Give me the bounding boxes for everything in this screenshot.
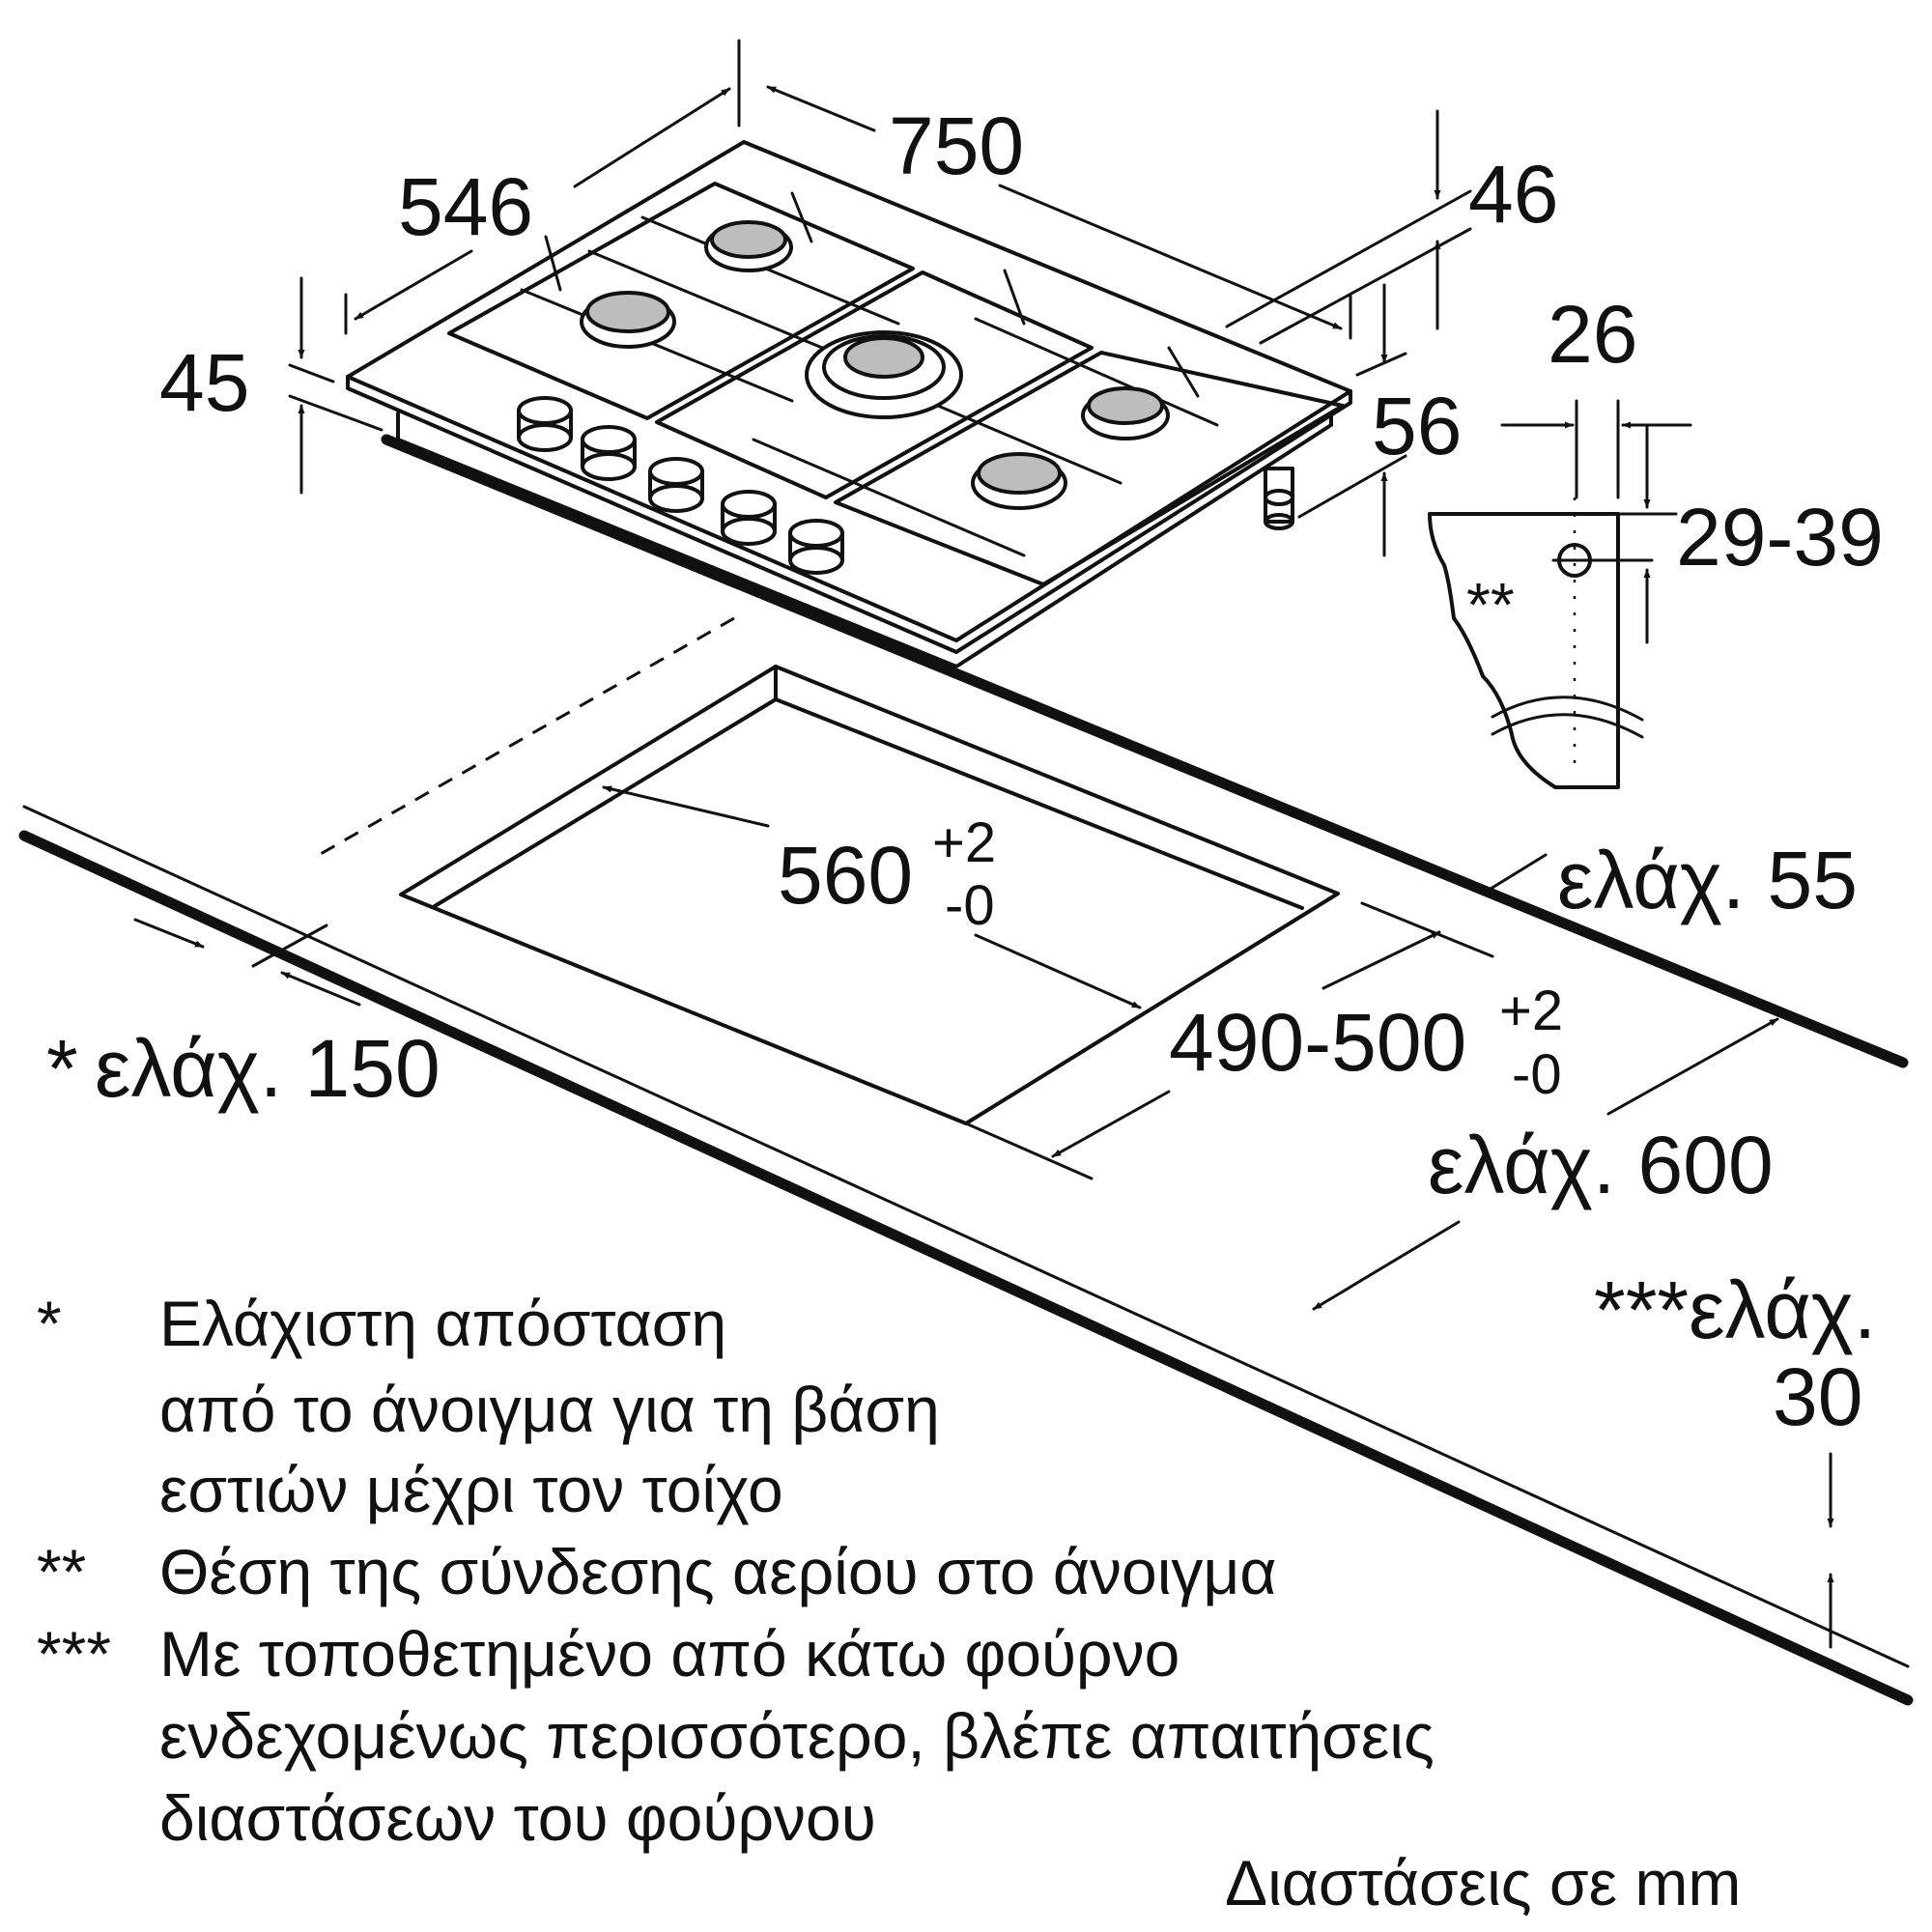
label-depth-546: 546 <box>398 161 533 252</box>
burner-front-right-icon <box>971 452 1067 510</box>
hob-edge <box>346 375 1352 654</box>
label-cutout-depth: 490-500 <box>1169 997 1466 1088</box>
cutout-outline <box>399 665 1340 1125</box>
gas-connection-detail <box>1428 399 1692 789</box>
grate-right <box>834 351 1345 586</box>
label-gas-connection-marker: ** <box>1466 570 1515 639</box>
control-knobs <box>517 396 844 575</box>
burner-back-right-icon <box>1081 386 1170 440</box>
label-cutout-width-tol-minus: -0 <box>945 874 995 937</box>
note-3-marker: *** <box>37 1618 111 1690</box>
note-1-line-3: εστιών μέχρι τον τοίχο <box>159 1454 783 1525</box>
label-cutout-depth-tol-plus: +2 <box>1499 980 1563 1042</box>
grate-bars <box>520 191 1219 557</box>
countertop-back-edge <box>22 805 1910 1668</box>
label-min-30-value: 30 <box>1773 1351 1862 1442</box>
label-height-45: 45 <box>159 337 249 428</box>
label-offset-26: 26 <box>1548 289 1637 380</box>
footnotes: * Ελάχιστη απόσταση από το άνοιγμα για τ… <box>37 1288 1741 1918</box>
label-min-150-star: * <box>46 1023 78 1114</box>
grate-middle <box>655 270 1094 499</box>
note-3-line-2: ενδεχομένως περισσότερο, βλέπε απαιτήσει… <box>159 1700 1435 1772</box>
units-note: Διαστάσεις σε mm <box>1225 1847 1741 1918</box>
wall-edge <box>381 434 1909 1068</box>
label-height-56: 56 <box>1372 381 1462 471</box>
hob-drawing <box>346 140 1352 668</box>
burner-front-left-icon <box>580 291 676 349</box>
label-height-46: 46 <box>1468 149 1558 240</box>
label-min-600: ελάχ. 600 <box>1428 1120 1774 1210</box>
label-cutout-depth-tol-minus: -0 <box>1512 1043 1562 1106</box>
note-1-marker: * <box>37 1288 62 1359</box>
hob-body <box>396 412 1333 668</box>
hob-dimensions <box>288 39 1472 857</box>
dimension-labels: 750 546 45 46 56 26 29-39 ** 560 +2 -0 4… <box>46 100 1884 1442</box>
knob-icon <box>517 396 573 452</box>
gas-connector-icon <box>1264 467 1294 530</box>
grate-left <box>447 182 915 420</box>
note-1-line-2: από το άνοιγμα για τη βάση <box>159 1374 940 1445</box>
knob-icon <box>648 457 704 513</box>
label-min-30-stars: ***ελάχ. <box>1594 1264 1876 1355</box>
note-2-marker: ** <box>37 1536 86 1607</box>
countertop-front-edge <box>18 830 1914 1706</box>
note-3-line-1: Με τοποθετημένο από κάτω φούρνο <box>159 1618 1179 1690</box>
label-gas-29-39: 29-39 <box>1676 492 1884 582</box>
label-min-150: ελάχ. 150 <box>95 1023 440 1114</box>
label-cutout-width: 560 <box>778 830 913 921</box>
note-3-line-3: διαστάσεων του φούρνου <box>159 1782 876 1854</box>
burner-wok-center-icon <box>805 330 963 419</box>
label-width-750: 750 <box>889 100 1024 191</box>
knob-icon <box>788 519 844 575</box>
countertop-drawing <box>18 434 1914 1706</box>
note-2-line-1: Θέση της σύνδεσης αερίου στο άνοιγμα <box>159 1536 1277 1607</box>
label-cutout-width-tol-plus: +2 <box>932 811 996 874</box>
knob-icon <box>581 425 637 481</box>
note-1-line-1: Ελάχιστη απόσταση <box>159 1288 726 1359</box>
knob-icon <box>721 490 777 546</box>
label-min-55: ελάχ. 55 <box>1557 835 1858 925</box>
burner-back-left-icon <box>704 220 793 272</box>
